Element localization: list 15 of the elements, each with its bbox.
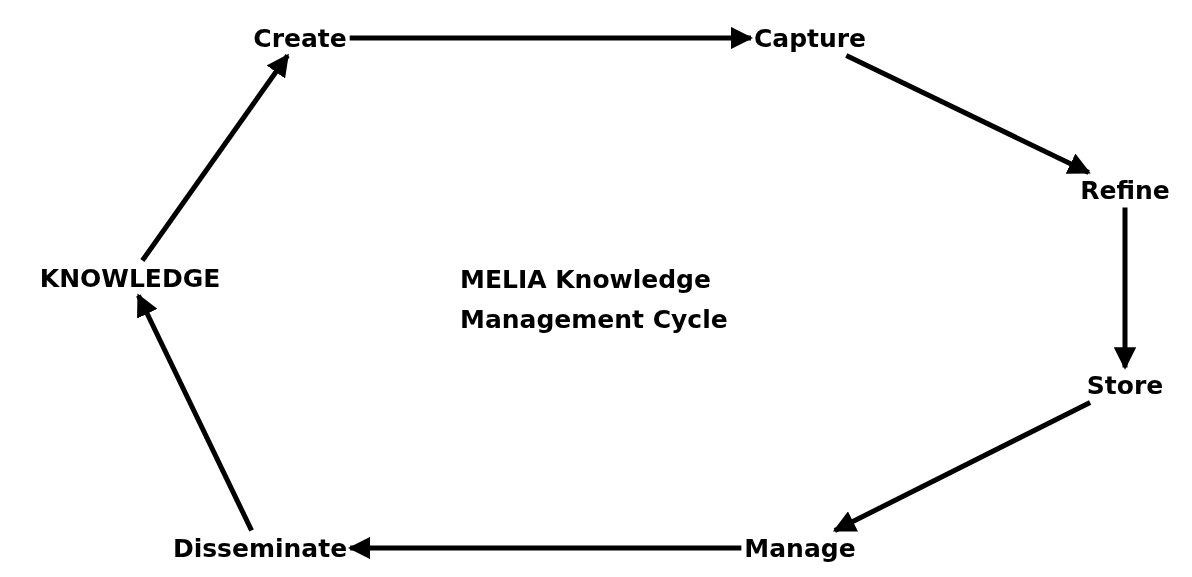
arrow (140, 53, 290, 262)
stage-label: Create (253, 23, 347, 53)
stage-label: Refine (1080, 175, 1170, 205)
arrow (136, 293, 254, 532)
stage-label: Disseminate (172, 533, 348, 563)
arrow (349, 26, 754, 50)
arrow (347, 536, 742, 560)
stage-label: Store (1086, 370, 1164, 400)
diagram-title: MELIA Knowledge Management Cycle (460, 264, 729, 336)
stage-label: Capture (753, 23, 867, 53)
arrow (1113, 207, 1137, 370)
arrow (832, 400, 1092, 533)
stage-label: Manage (744, 533, 856, 563)
arrow (845, 53, 1091, 175)
stage-label: KNOWLEDGE (39, 263, 221, 293)
